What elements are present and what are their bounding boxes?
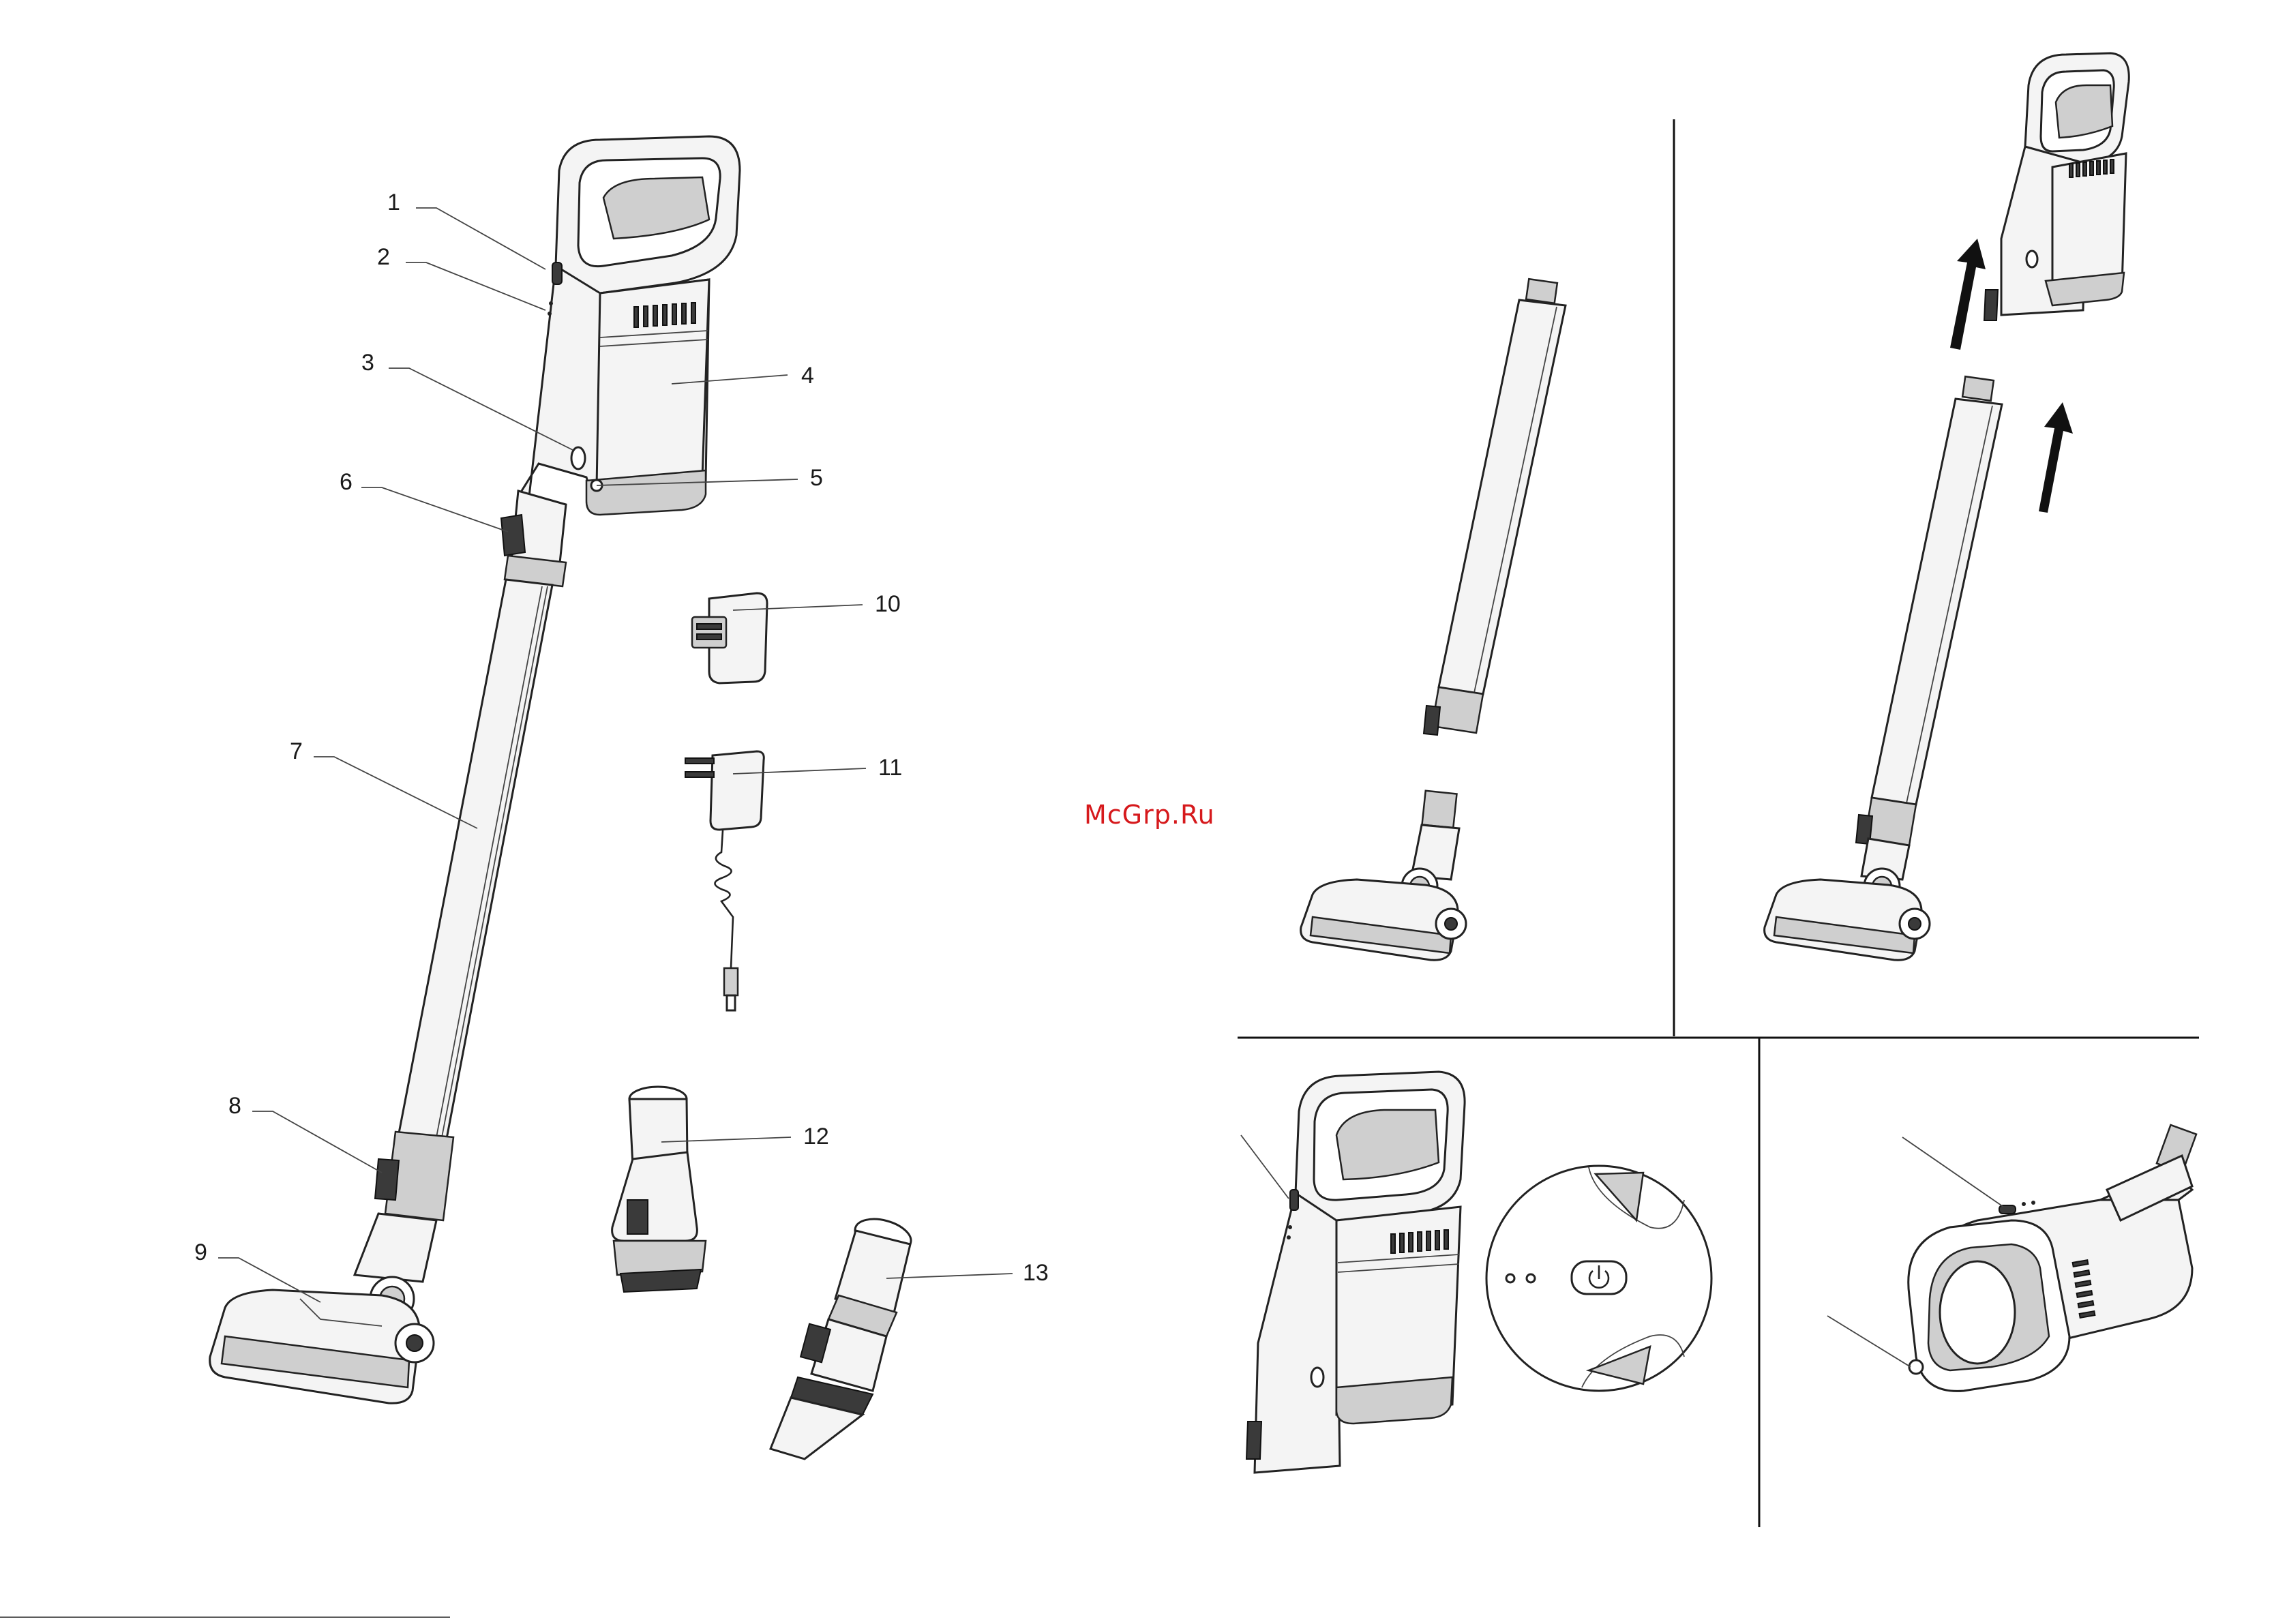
callout-4: 4	[801, 363, 814, 389]
assembly-step-1	[1301, 279, 1566, 960]
extension-tube	[399, 580, 552, 1139]
tube-release-latch	[501, 515, 525, 556]
vent-slots	[634, 303, 695, 327]
callout-7: 7	[290, 738, 303, 764]
callout-9: 9	[194, 1239, 207, 1265]
callout-6: 6	[340, 469, 353, 495]
vent-slots-3	[1391, 1230, 1448, 1253]
callout-2: 2	[377, 244, 390, 270]
floor-head-latch	[375, 1159, 399, 1200]
callout-5: 5	[810, 465, 823, 491]
callout-8: 8	[228, 1093, 241, 1119]
callout-1: 1	[387, 190, 400, 215]
power-switch	[552, 262, 562, 284]
dusting-brush	[612, 1087, 706, 1292]
crevice-tool	[771, 1214, 914, 1459]
assembly-step-2	[1765, 53, 2129, 960]
handheld-mode	[1827, 1125, 2196, 1391]
callout-10: 10	[875, 591, 901, 617]
dust-release-button	[571, 447, 585, 469]
up-arrow-icon-2	[2039, 402, 2073, 513]
spare-battery	[692, 593, 767, 683]
callout-11: 11	[878, 755, 902, 781]
callout-3: 3	[361, 350, 374, 376]
callout-13: 13	[1023, 1260, 1049, 1286]
power-detail	[1241, 1072, 1711, 1473]
up-arrow-icon	[1950, 239, 1986, 350]
callout-12: 12	[803, 1124, 829, 1149]
watermark: McGrp.Ru	[1084, 800, 1215, 830]
charger-adapter	[685, 751, 764, 1010]
